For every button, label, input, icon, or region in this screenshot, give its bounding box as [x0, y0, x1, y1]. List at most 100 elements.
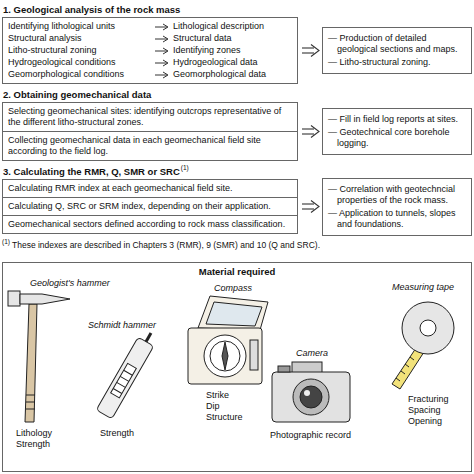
arrow-stroke: [311, 201, 319, 213]
arrow-stroke: [302, 52, 314, 53]
compass-base: [188, 328, 262, 384]
step-text: Calculating Q, SRC or SRM index, dependi…: [3, 198, 297, 215]
hammer-grip: [26, 395, 35, 409]
hammer-pick: [20, 294, 70, 304]
tool-label: Camera: [296, 348, 328, 359]
step-text: Collecting geomechanical data in each ge…: [3, 132, 297, 160]
step-text: Calculating RMR index at each geomechani…: [3, 180, 297, 197]
tape-case: [402, 302, 454, 354]
hammer-handle: [25, 304, 37, 422]
step-text: Selecting geomechanical sites: identifyi…: [3, 103, 297, 131]
tool-label: Strength: [100, 428, 134, 439]
process-box: 2. Obtaining geomechanical dataSelecting…: [2, 102, 298, 161]
tape-hub: [420, 320, 436, 336]
list-result: Geomorphological data: [173, 69, 292, 80]
list-item: Geomorphological conditions: [8, 69, 153, 80]
arrow-stroke: [155, 72, 168, 78]
footnote-mark: (1): [2, 238, 10, 246]
compass-dial: [204, 335, 246, 377]
step-box: Geomechanical sectors defined according …: [3, 215, 297, 233]
compass-ring: [210, 341, 240, 371]
tape-ticks: [396, 357, 414, 381]
tool-label: Strike Dip Structure: [206, 390, 243, 423]
arrow-stroke: [155, 60, 168, 66]
process-box: Material required: [2, 262, 472, 472]
camera-lens: [293, 379, 329, 415]
process-box: — Fill in field log reports at sites. — G…: [322, 108, 472, 155]
list-arrow: [153, 69, 171, 80]
schmidt-hammer-figure: [96, 328, 159, 418]
tape-strip: [392, 348, 424, 389]
list-result: Hydrogeological data: [173, 57, 292, 68]
footnote-mark: (1): [181, 164, 189, 172]
arrow-stroke: [155, 24, 168, 30]
schmidt-scale: [111, 363, 137, 397]
result-item: — Geotechnical core borehole logging.: [328, 127, 466, 149]
compass-needle: [222, 342, 228, 370]
step-box: Calculating Q, SRC or SRM index, dependi…: [3, 197, 297, 215]
arrow-stroke: [302, 208, 314, 209]
camera-button: [278, 366, 290, 372]
result-item: — Application to tunnels, slopes and fou…: [328, 208, 466, 230]
camera-figure: [272, 362, 350, 422]
tool-label: Geologist's hammer: [30, 278, 110, 289]
arrow-stroke: [311, 126, 319, 138]
step-box: Collecting geomechanical data in each ge…: [3, 131, 297, 160]
list-result: Structural data: [173, 33, 292, 44]
step-text: Geomechanical sectors defined according …: [3, 216, 297, 233]
tool-label: Measuring tape: [392, 282, 454, 293]
process-box: 1. Geological analysis of the rock massI…: [2, 17, 298, 84]
process-box: 3. Calculating the RMR, Q, SMR or SRCCal…: [2, 179, 298, 234]
list-result: Identifying zones: [173, 45, 292, 56]
arrow-stroke: [155, 48, 168, 54]
list-arrow: [153, 21, 171, 32]
result-item: — Litho-structural zoning.: [328, 57, 466, 68]
double-arrow: [302, 45, 319, 57]
compass-lid: [198, 296, 268, 330]
schmidt-ticks: [113, 370, 132, 393]
list-arrow: [153, 57, 171, 68]
compass-clinometer: [250, 340, 258, 370]
process-box: — Correlation with geotechncial properti…: [322, 178, 472, 236]
section-heading: 3. Calculating the RMR, Q, SMR or SRC: [3, 166, 180, 177]
tool-label: Photographic record: [270, 430, 351, 441]
tool-label: Compass: [214, 283, 252, 294]
double-arrow: [302, 126, 319, 138]
arrow-stroke: [302, 47, 314, 48]
section-heading: 2. Obtaining geomechanical data: [3, 89, 151, 100]
list-arrow: [153, 45, 171, 56]
arrow-stroke: [302, 203, 314, 204]
schmidt-body: [96, 337, 154, 419]
hammer-face: [8, 291, 20, 306]
arrow-stroke: [155, 36, 168, 42]
compass-mirror: [206, 302, 262, 326]
result-item: — Correlation with geotechncial properti…: [328, 184, 466, 206]
tape-figure: [392, 302, 454, 389]
compass-figure: [188, 296, 268, 384]
camera-body: [272, 372, 350, 422]
footnote: These indexes are described in Chapters …: [12, 240, 320, 251]
section-heading: 1. Geological analysis of the rock mass: [3, 4, 180, 15]
result-item: — Fill in field log reports at sites.: [328, 114, 466, 125]
list-result: Lithological description: [173, 21, 292, 32]
list-item: Structural analysis: [8, 33, 153, 44]
camera-lens-glass: [300, 386, 322, 408]
tool-label: Lithology Strength: [16, 428, 52, 450]
step-box: Calculating RMR index at each geomechani…: [3, 180, 297, 197]
process-box: — Production of detailed geological sect…: [322, 27, 472, 74]
schmidt-plunger: [146, 333, 151, 342]
arrow-stroke: [311, 45, 319, 57]
panel-heading: Material required: [3, 263, 471, 277]
camera-lens-glint: [304, 390, 310, 396]
list-item: Litho-structural zoning: [8, 45, 153, 56]
step-box: Selecting geomechanical sites: identifyi…: [3, 103, 297, 131]
list-arrow: [153, 33, 171, 44]
arrow-stroke: [302, 133, 314, 134]
list-grid: Identifying lithological unitsLithologic…: [3, 18, 297, 83]
tool-label: Schmidt hammer: [88, 320, 156, 331]
arrow-stroke: [302, 128, 314, 129]
double-arrow: [302, 201, 319, 213]
list-item: Hydrogeological conditions: [8, 57, 153, 68]
hammer-figure: [8, 291, 70, 422]
